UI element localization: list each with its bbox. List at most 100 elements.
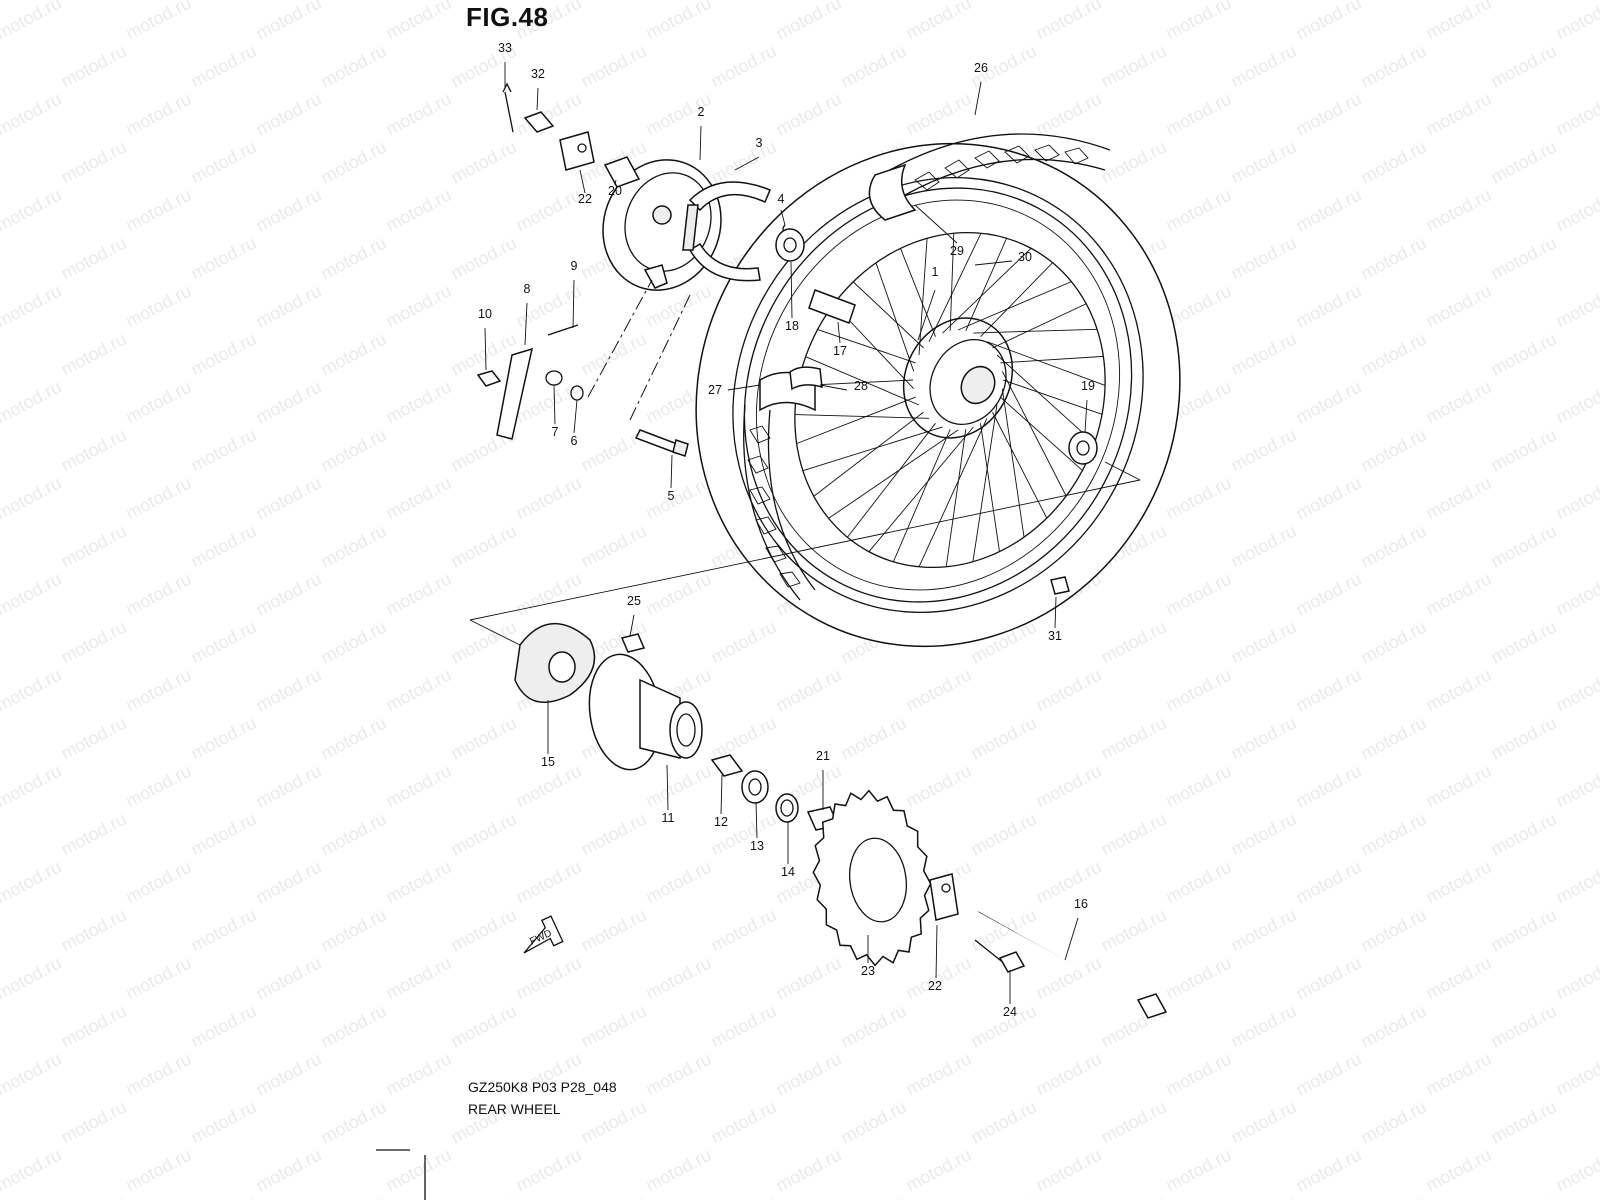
callout-5: 5 [668,454,675,503]
watermark-text: motod.ru [577,809,649,860]
leader-line [524,302,528,346]
callout-6: 6 [571,399,578,448]
callout-number: 4 [778,192,785,206]
watermark-text: motod.ru [122,1049,194,1100]
wheel-spokes [794,233,1106,567]
watermark-text: motod.ru [1292,185,1364,236]
callout-10: 10 [478,307,492,371]
watermark-text: motod.ru [1227,521,1299,572]
watermark-text: motod.ru [252,1049,324,1100]
leader-line [699,125,702,161]
watermark-text: motod.ru [1422,1049,1494,1100]
leader-line [727,384,761,391]
watermark-text: motod.ru [1097,1097,1169,1148]
watermark-text: motod.ru [1032,1145,1104,1196]
watermark-text: motod.ru [447,617,519,668]
callout-27: 27 [708,383,761,397]
watermark-text: motod.ru [837,1001,909,1052]
watermark-text: motod.ru [1552,89,1600,140]
watermark-text: motod.ru [382,0,454,44]
watermark-text: motod.ru [122,1145,194,1196]
watermark-text: motod.ru [642,0,714,44]
callout-3: 3 [734,136,763,171]
watermark-text: motod.ru [1162,185,1234,236]
callout-number: 8 [524,282,531,296]
watermark-text: motod.ru [1422,569,1494,620]
watermark-text: motod.ru [577,1193,649,1200]
watermark-text: motod.ru [642,1049,714,1100]
spoke [980,262,1053,338]
watermark-text: motod.ru [317,233,389,284]
watermark-text: motod.ru [837,713,909,764]
watermark-text: motod.ru [1032,0,1104,44]
callout-16: 16 [1064,897,1088,961]
watermark-text: motod.ru [1292,473,1364,524]
watermark-text: motod.ru [317,809,389,860]
watermark-text: motod.ru [577,1001,649,1052]
watermark-text: motod.ru [1552,953,1600,1004]
watermark-text: motod.ru [252,857,324,908]
callout-2: 2 [698,105,705,161]
leader-line [755,801,758,839]
part-name: REAR WHEEL [468,1101,561,1117]
watermark-text: motod.ru [0,281,65,332]
watermark-text: motod.ru [1422,665,1494,716]
callout-13: 13 [750,801,764,853]
watermark-text: motod.ru [577,905,649,956]
callout-26: 26 [974,61,988,116]
watermark-text: motod.ru [1227,1097,1299,1148]
watermark-text: motod.ru [447,1001,519,1052]
watermark-text: motod.ru [317,329,389,380]
callout-number: 30 [1018,250,1032,264]
watermark-text: motod.ru [252,1145,324,1196]
watermark-text: motod.ru [1357,233,1429,284]
callout-14: 14 [781,822,795,879]
spoke [972,404,998,562]
watermark-text: motod.ru [707,41,779,92]
watermark-text: motod.ru [1162,1049,1234,1100]
spoke [957,281,1072,331]
watermark-text: motod.ru [0,0,65,44]
watermark-text: motod.ru [967,1097,1039,1148]
watermark-text: motod.ru [642,761,714,812]
callout-number: 33 [498,41,512,55]
watermark-text: motod.ru [57,137,129,188]
callout-number: 32 [531,67,545,81]
leader-line [734,156,760,171]
callout-33: 33 [498,41,512,88]
watermark-text: motod.ru [512,569,584,620]
watermark-text: motod.ru [57,1097,129,1148]
watermark-text: motod.ru [1357,809,1429,860]
watermark-text: motod.ru [1487,329,1559,380]
watermark-text: motod.ru [1097,137,1169,188]
callout-8: 8 [524,282,531,346]
callout-4: 4 [778,192,786,226]
watermark-text: motod.ru [1422,857,1494,908]
spoke [996,354,1095,444]
callout-20: 20 [608,179,622,198]
callout-22: 22 [928,924,942,993]
spoke [847,423,936,538]
callout-number: 29 [950,244,964,258]
watermark-text: motod.ru [512,89,584,140]
watermark-text: motod.ru [382,1049,454,1100]
watermark-text: motod.ru [1552,473,1600,524]
watermark-text: motod.ru [447,233,519,284]
watermark-text: motod.ru [252,281,324,332]
watermark-text: motod.ru [1487,809,1559,860]
watermark-text: motod.ru [317,41,389,92]
watermark-text: motod.ru [1162,1145,1234,1196]
watermark-text: motod.ru [122,761,194,812]
watermark-text: motod.ru [122,377,194,428]
callout-17: 17 [833,321,847,358]
watermark-text: motod.ru [1162,89,1234,140]
spoke [1002,379,1103,415]
leader-line [484,327,487,371]
watermark-text: motod.ru [1552,761,1600,812]
watermark-text: motod.ru [57,521,129,572]
watermark-text: motod.ru [967,809,1039,860]
spoke [918,238,928,356]
callout-number: 2 [698,105,705,119]
callout-number: 17 [833,344,847,358]
